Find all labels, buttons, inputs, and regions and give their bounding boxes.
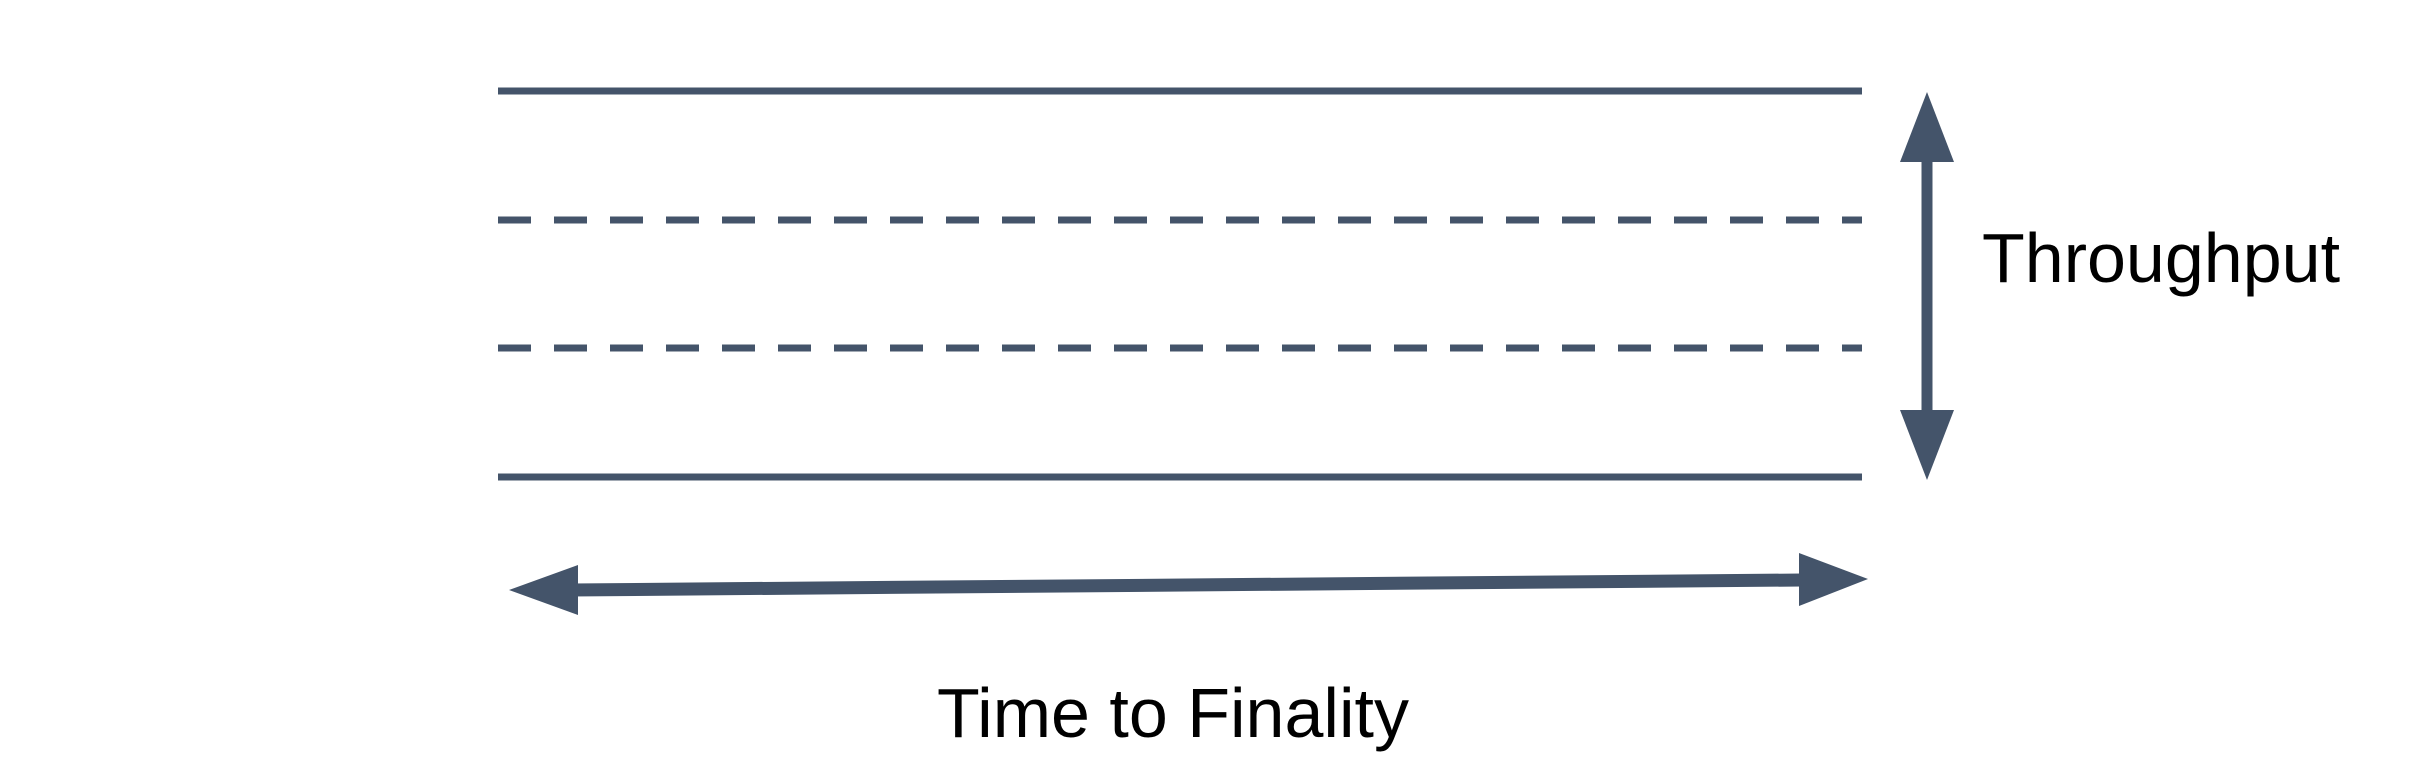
right-arrowhead-icon [1799,553,1868,606]
time-to-finality-range-arrow [509,553,1868,615]
down-arrowhead-icon [1900,410,1954,480]
time-to-finality-arrow-shaft [569,573,1803,597]
left-arrowhead-icon [509,565,578,615]
time-to-finality-label: Time to Finality [937,674,1409,752]
throughput-range-arrow [1900,92,1954,480]
up-arrowhead-icon [1900,92,1954,162]
throughput-label: Throughput [1982,219,2341,297]
